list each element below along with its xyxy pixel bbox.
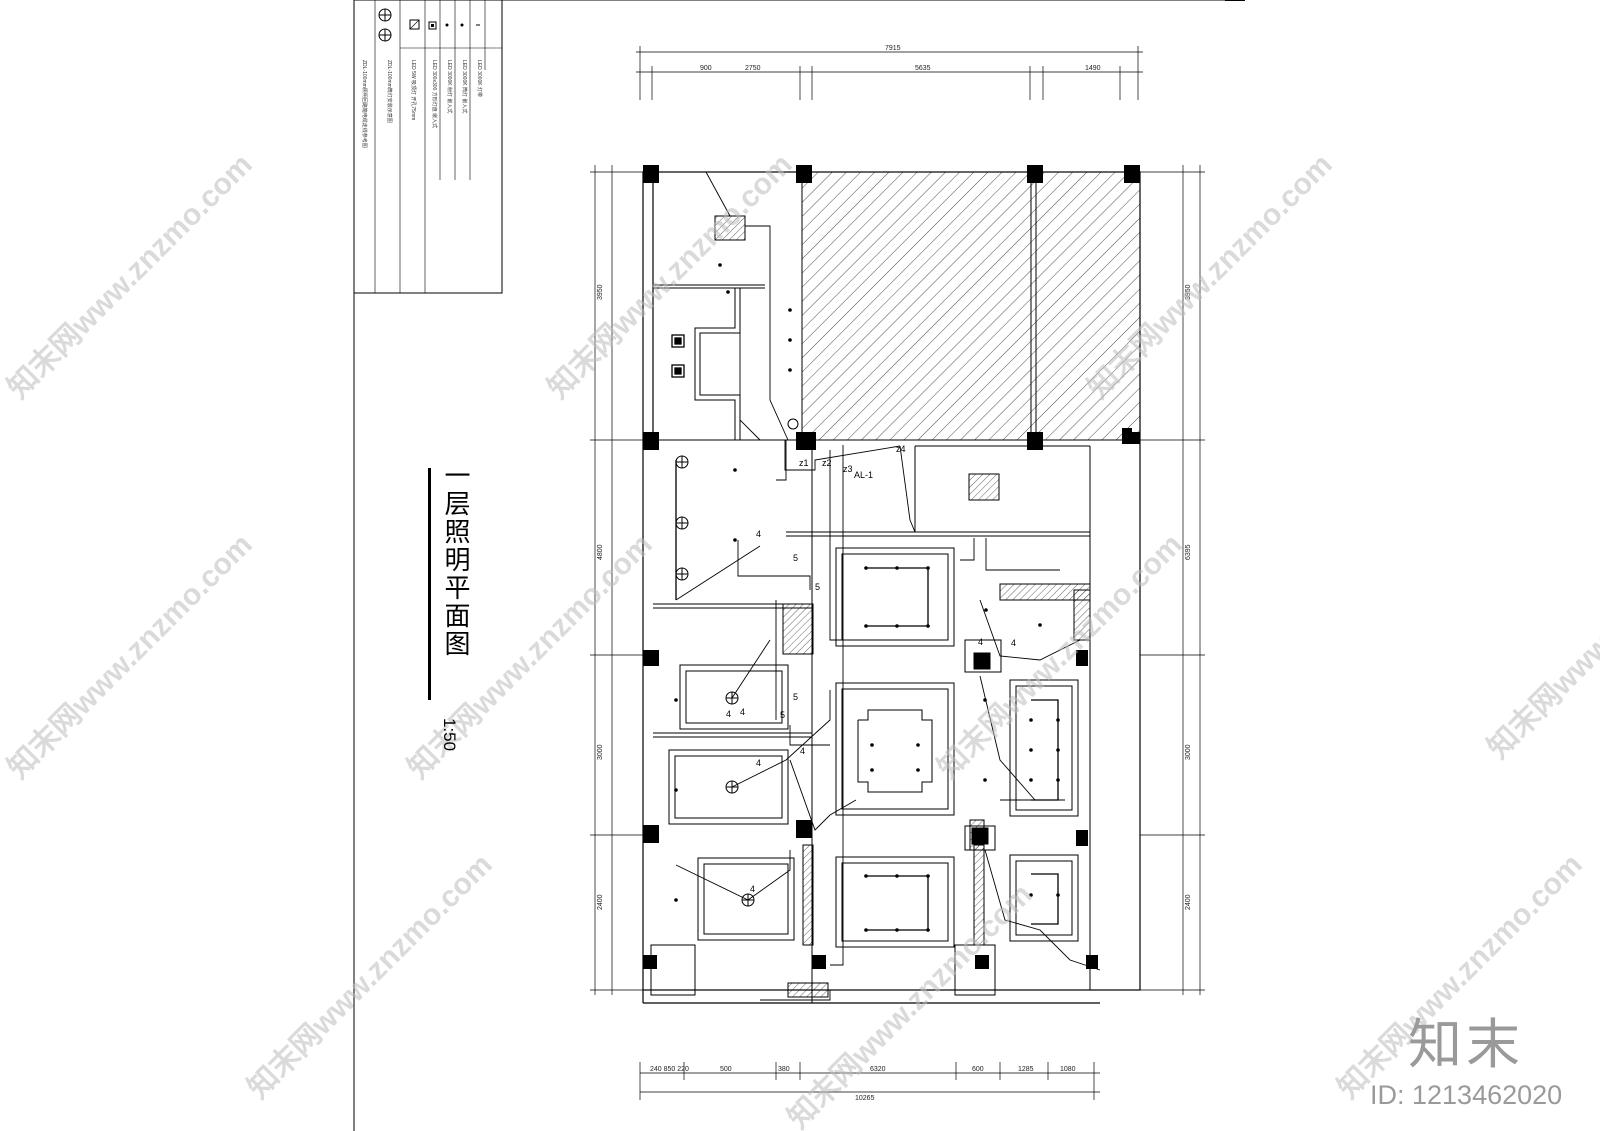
svg-text:1490: 1490 [1085,65,1101,72]
structural-columns [643,165,1140,969]
svg-text:10265: 10265 [855,1095,875,1102]
svg-text:3000: 3000 [1185,744,1192,760]
wire-count-label: 4 [750,884,755,894]
svg-text:3000: 3000 [597,744,604,760]
svg-text:500: 500 [720,1066,732,1073]
svg-text:LED 300x300 方形灯盘 嵌入式: LED 300x300 方形灯盘 嵌入式 [431,60,438,128]
wire-count-label: 4 [756,529,761,539]
svg-text:知末网www.znzmo.com: 知末网www.znzmo.com [782,878,1039,1131]
svg-text:3950: 3950 [597,284,604,300]
svg-text:LED 5W 吸顶灯 开孔75mm: LED 5W 吸顶灯 开孔75mm [410,60,417,120]
lighting-circuits [675,171,1101,1001]
interior-walls [650,284,1091,1003]
wire-count-label: 5 [780,710,785,720]
svg-text:知末网www.znzmo.com: 知末网www.znzmo.com [2,148,259,405]
svg-text:2400: 2400 [1185,894,1192,910]
left-dimension-chain: 3950 4800 3000 2400 [590,165,650,995]
right-dimension-chain: 3950 6395 3000 2400 [1140,165,1205,995]
wire-count-label: 4 [756,758,761,768]
circuit-labels: AL-1 z1 z2 z3 z4 4 5 4 5 4 5 4 4 4 5 4 4 [726,444,1016,894]
svg-text:LED 3000K 射灯 嵌入式: LED 3000K 射灯 嵌入式 [446,60,453,113]
svg-text:知末网www.znzmo.com: 知末网www.znzmo.com [542,148,799,405]
image-id-label: ID: 1213462020 [1370,1080,1563,1110]
svg-text:380: 380 [778,1066,790,1073]
svg-text:知末网www.znzmo.com: 知末网www.znzmo.com [932,528,1189,785]
circuit-label-z4: z4 [896,444,906,454]
wire-count-label: 4 [1011,638,1016,648]
legend-table: ZDL-100mm照明回路箱电缆走线参考图 ZDL-100mm筒灯安装示意图 L… [353,0,503,294]
title-underline [428,468,431,700]
ceiling-panels [668,215,1079,948]
svg-text:ZDL-100mm照明回路箱电缆走线参考图: ZDL-100mm照明回路箱电缆走线参考图 [361,60,368,148]
svg-text:4800: 4800 [597,544,604,560]
svg-text:知末网www.znzmo.com: 知末网www.znzmo.com [2,528,259,785]
panel-label: AL-1 [854,470,873,480]
svg-text:2400: 2400 [597,894,604,910]
svg-text:LED 3000K 灯带: LED 3000K 灯带 [476,60,483,97]
circuit-label-z1: z1 [799,458,809,468]
wire-count-label: 5 [815,582,820,592]
drawing-scale: 1:50 [440,718,459,752]
svg-text:5635: 5635 [915,65,931,72]
svg-text:6320: 6320 [870,1066,886,1073]
wire-count-label: 4 [978,637,983,647]
svg-text:240 850 220: 240 850 220 [650,1066,689,1073]
svg-text:3950: 3950 [1185,284,1192,300]
circuit-label-z3: z3 [843,464,853,474]
hatched-stair-area [801,171,1141,441]
wire-count-label: 4 [800,746,805,756]
svg-text:1080: 1080 [1060,1066,1076,1073]
drawing-title: 一层照明平面图 [440,462,470,658]
downlight-fixtures [675,418,799,907]
wire-count-label: 5 [793,553,798,563]
top-dimension-chain: 7915 900 2750 5635 1490 [636,45,1143,100]
bottom-dimension-chain: 240 850 220 500 380 6320 600 1285 1080 1… [639,1062,1100,1102]
svg-text:知末网www.znzmo.com: 知末网www.znzmo.com [1482,508,1600,765]
spotlight-dots [674,263,1060,932]
brand-watermark: 知末 [1408,1013,1524,1076]
wire-count-label: 5 [793,692,798,702]
svg-text:ZDL-100mm筒灯安装示意图: ZDL-100mm筒灯安装示意图 [386,60,393,123]
circuit-label-z2: z2 [822,458,832,468]
svg-text:900: 900 [700,65,712,72]
svg-text:知末网www.znzmo.com: 知末网www.znzmo.com [242,848,499,1105]
svg-text:1285: 1285 [1018,1066,1034,1073]
wire-count-label: 4 [740,707,745,717]
svg-text:LED 3000K 筒灯 嵌入式: LED 3000K 筒灯 嵌入式 [461,60,468,113]
svg-text:7915: 7915 [885,45,901,52]
wire-count-label: 4 [726,709,731,719]
svg-text:600: 600 [972,1066,984,1073]
stair-wall-detail [694,288,741,440]
svg-text:2750: 2750 [745,65,761,72]
svg-text:6395: 6395 [1185,544,1192,560]
